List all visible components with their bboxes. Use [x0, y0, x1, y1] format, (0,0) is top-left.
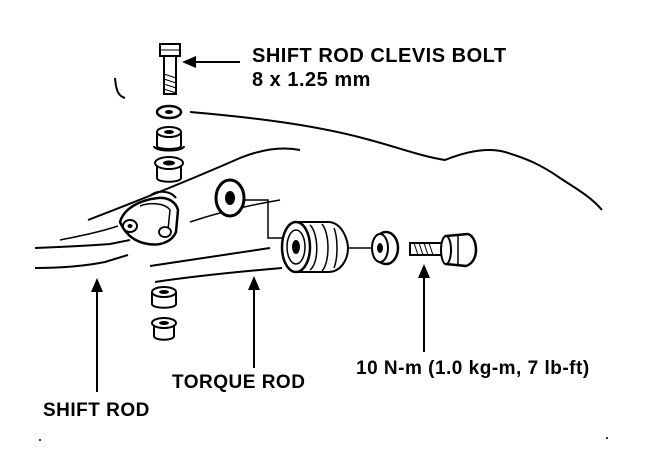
label-torque-spec: 10 N-m (1.0 kg-m, 7 lb-ft) — [356, 358, 590, 379]
body-edge-upper — [87, 147, 301, 221]
clevis-bolt — [159, 43, 181, 95]
shift-rod-side-line — [59, 225, 119, 241]
label-shift-rod: SHIFT ROD — [43, 400, 150, 421]
upper-bushing-2 — [154, 156, 184, 183]
torque-rod-upper-line — [149, 247, 271, 267]
shift-rod-upper-line — [34, 239, 131, 249]
torque-rod-bolt — [409, 232, 478, 268]
lower-bushing-2 — [151, 317, 177, 341]
spacer-washer — [371, 230, 400, 266]
label-clevis-bolt-size: 8 x 1.25 mm — [252, 69, 371, 91]
label-torque-rod: TORQUE ROD — [172, 372, 305, 393]
shift-rod-lower-line — [34, 254, 129, 269]
torque-rod-bushing — [280, 220, 350, 274]
speck-1 — [39, 439, 41, 441]
arrowhead-shift-rod — [91, 278, 103, 292]
arrowhead-clevis-bolt — [182, 56, 196, 68]
speck-2 — [606, 437, 608, 439]
body-outline — [114, 77, 603, 211]
lower-bushing-1 — [151, 286, 177, 309]
arrowhead-torque-rod — [248, 276, 260, 290]
label-clevis-bolt-name: SHIFT ROD CLEVIS BOLT — [252, 45, 507, 67]
alignment-guide-washer — [244, 199, 282, 239]
lock-washer — [155, 104, 183, 120]
arrowhead-torque-spec — [418, 264, 430, 278]
shift-rod-clevis — [118, 190, 180, 246]
torque-rod-lower-line — [154, 267, 283, 283]
upper-bushing-1 — [153, 126, 185, 152]
large-washer — [214, 178, 246, 218]
